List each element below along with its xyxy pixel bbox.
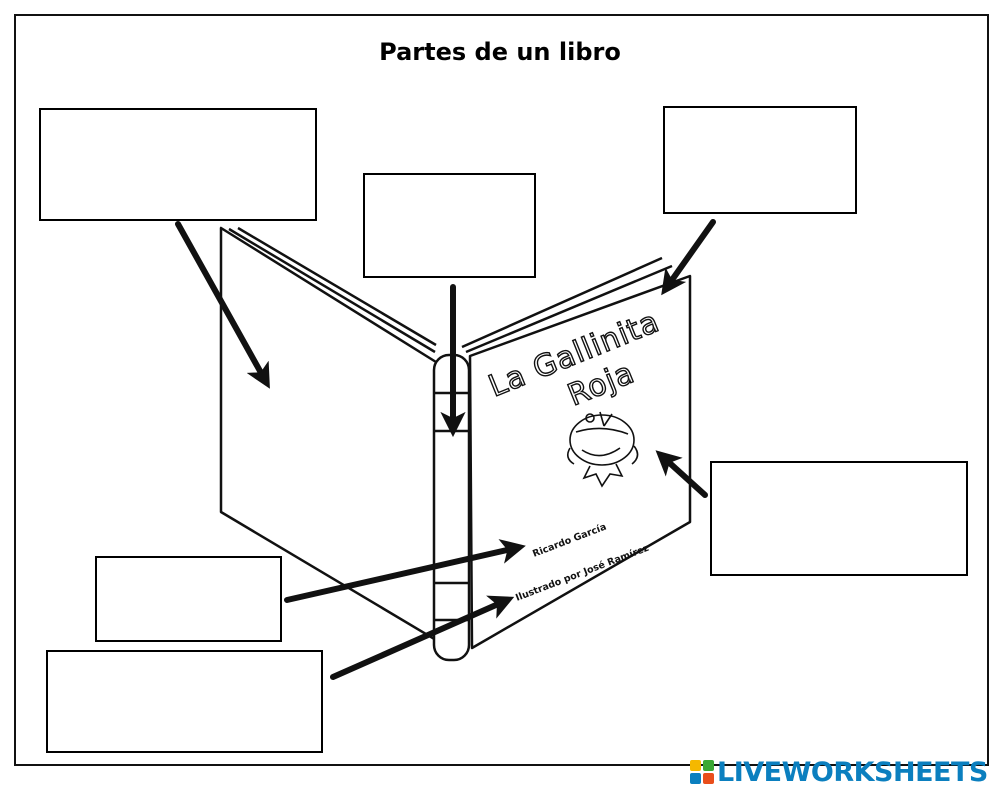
- answer-box-front-cover[interactable]: [710, 461, 968, 576]
- answer-box-illustrator[interactable]: [46, 650, 323, 753]
- answer-box-pages[interactable]: [663, 106, 857, 214]
- arrow-to-illustrator: [330, 595, 515, 680]
- page-title: Partes de un libro: [379, 38, 621, 66]
- brand-logo-square: [690, 773, 701, 784]
- answer-box-spine[interactable]: [363, 173, 536, 278]
- brand-name: LIVEWORKSHEETS: [717, 756, 988, 788]
- arrow-to-pages: [661, 219, 716, 296]
- worksheet-frame: [14, 14, 989, 766]
- answer-box-author[interactable]: [95, 556, 282, 642]
- arrow-to-back-cover: [175, 221, 270, 389]
- brand-logo-square: [690, 760, 701, 771]
- brand-logo-square: [703, 760, 714, 771]
- arrow-to-front-cover: [655, 450, 708, 498]
- hen-illustration: [566, 411, 639, 488]
- answer-box-back-cover[interactable]: [39, 108, 317, 221]
- brand-logo-square: [703, 773, 714, 784]
- arrow-to-author: [284, 539, 526, 603]
- brand-logo-icon: [690, 760, 714, 784]
- liveworksheets-logo: LIVEWORKSHEETS: [690, 755, 988, 789]
